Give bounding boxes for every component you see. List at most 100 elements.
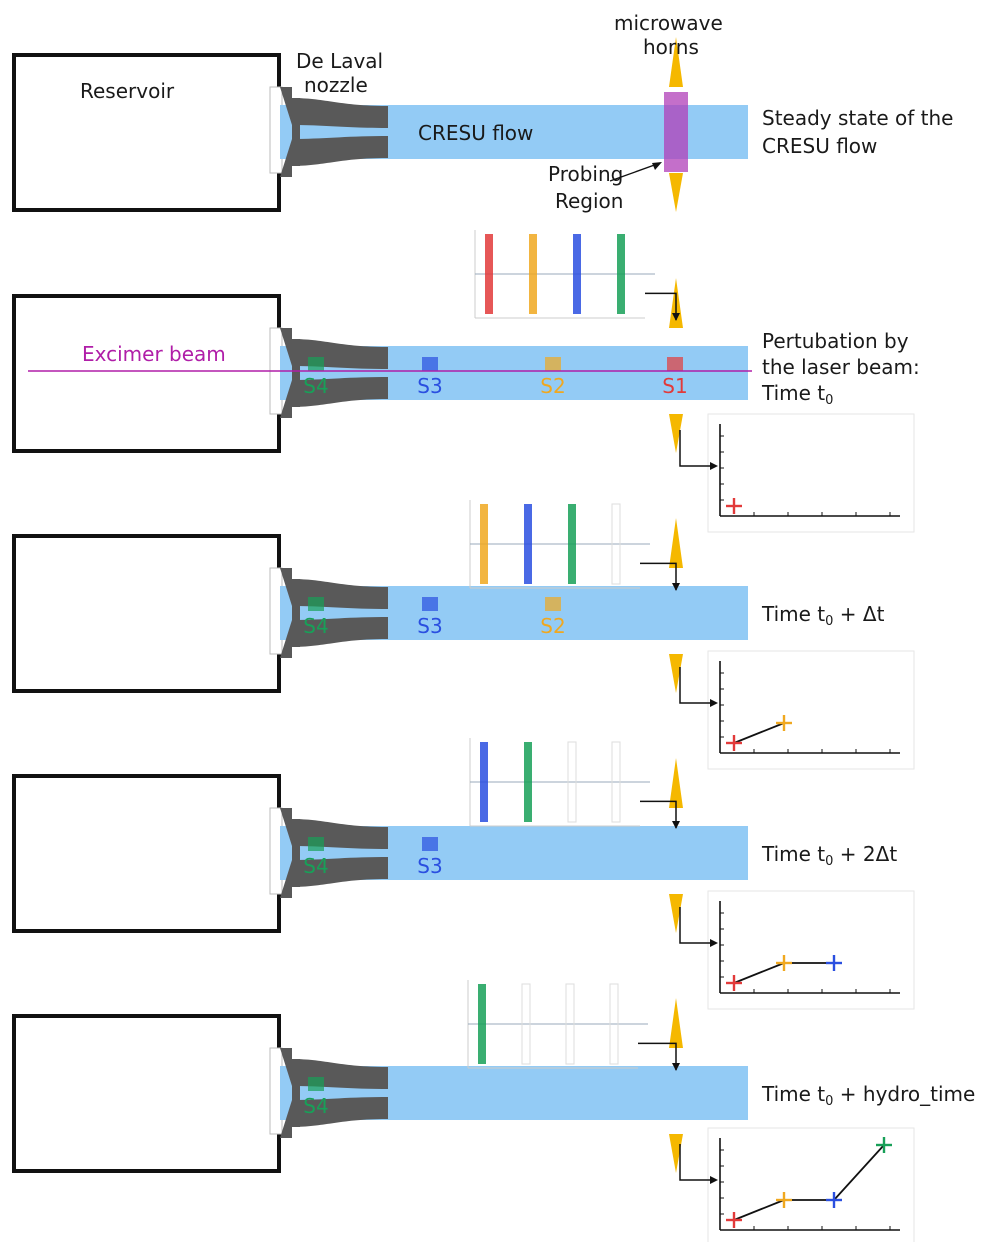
caption-subscript: 0 <box>825 393 833 408</box>
kinetics-segment <box>733 962 785 984</box>
spectrum-line-s4 <box>568 504 576 584</box>
spectrum-empty-line <box>611 503 621 585</box>
spectrum-plot <box>467 980 680 1071</box>
nozzle-upper <box>280 328 388 369</box>
spectrum-arrow-head <box>672 583 680 591</box>
nozzle-upper <box>280 568 388 609</box>
sample-s4 <box>308 837 324 851</box>
sample-label-s4: S4 <box>303 614 328 638</box>
sample-s3 <box>422 837 438 851</box>
kinetics-arrow-head <box>710 939 718 947</box>
probing-arrow-head <box>652 162 662 170</box>
spectrum-empty-line <box>521 983 531 1065</box>
horn-bottom <box>669 414 683 453</box>
caption-rest: + 2Δt <box>833 842 897 866</box>
probing-arrow <box>609 162 661 182</box>
sample-s3 <box>422 357 438 371</box>
sample-label-s3: S3 <box>417 614 442 638</box>
nozzle-label-line2: nozzle <box>304 73 368 97</box>
kinetics-frame <box>707 413 915 533</box>
spectrum-line-s2 <box>480 504 488 584</box>
reservoir-box <box>12 774 281 933</box>
nozzle-lower <box>280 857 388 898</box>
horn-bottom <box>669 1134 683 1173</box>
sample-label-s3: S3 <box>417 854 442 878</box>
horn-top <box>669 37 683 87</box>
spectrum-plot <box>474 230 680 321</box>
spectrum-arrow-head <box>672 1063 680 1071</box>
caption-rest: + Δt <box>833 602 884 626</box>
caption-subscript: 0 <box>825 854 833 869</box>
spectrum-line-s4 <box>524 742 532 822</box>
reservoir-label: Reservoir <box>80 79 175 103</box>
nozzle-throat <box>292 339 300 407</box>
sample-s4 <box>308 1077 324 1091</box>
kinetics-arrow <box>679 430 714 467</box>
spectrum-empty-line <box>609 983 619 1065</box>
horn-bottom <box>669 894 683 933</box>
spectrum-line-s3 <box>480 742 488 822</box>
panel-caption-line2: CRESU flow <box>762 134 877 158</box>
panel-caption: Steady state of the <box>762 106 953 130</box>
nozzle-lower <box>280 377 388 418</box>
sample-label-s3: S3 <box>417 374 442 398</box>
horn-top <box>669 518 683 568</box>
panel-caption: Pertubation by <box>762 329 909 353</box>
kinetics-arrow-head <box>710 699 718 707</box>
spectrum-arrow <box>638 1042 677 1070</box>
nozzle-upper <box>280 1048 388 1089</box>
sample-label-s4: S4 <box>303 854 328 878</box>
reservoir-box <box>12 294 281 453</box>
kinetics-segment <box>833 1144 885 1201</box>
kinetics-arrow <box>679 1144 714 1181</box>
spectrum-line-s3 <box>524 504 532 584</box>
spectrum-arrow-head <box>672 313 680 321</box>
spectrum-arrow <box>645 292 677 320</box>
sample-label-s2: S2 <box>540 374 565 398</box>
horn-bottom <box>669 654 683 693</box>
nozzle-throat <box>292 819 300 887</box>
probing-region <box>664 92 688 172</box>
nozzle-throat <box>292 579 300 647</box>
spectrum-line-s4 <box>617 234 625 314</box>
nozzle-throat <box>292 98 300 166</box>
caption-rest: + hydro_time <box>833 1082 975 1106</box>
nozzle-label-line1: De Laval <box>296 49 383 73</box>
spectrum-line-s3 <box>573 234 581 314</box>
sample-s4 <box>308 357 324 371</box>
spectrum-line-s4 <box>478 984 486 1064</box>
kinetics-plot <box>679 1127 915 1242</box>
kinetics-frame <box>707 650 915 770</box>
horn-top <box>669 998 683 1048</box>
panel-caption-line2: the laser beam: <box>762 355 920 379</box>
reservoir-box <box>12 534 281 693</box>
sample-s4 <box>308 597 324 611</box>
kinetics-arrow-head <box>710 462 718 470</box>
reservoir-box <box>12 1014 281 1173</box>
kinetics-plot <box>679 650 915 770</box>
horn-top <box>669 758 683 808</box>
kinetics-arrow <box>679 907 714 944</box>
horns-label-line1: microwave <box>614 11 723 35</box>
kinetics-arrow <box>679 667 714 704</box>
sample-label-s4: S4 <box>303 374 328 398</box>
spectrum-line-s2 <box>529 234 537 314</box>
sample-s1 <box>667 357 683 371</box>
nozzle-upper <box>280 808 388 849</box>
caption-subscript: 0 <box>825 614 833 629</box>
sample-s3 <box>422 597 438 611</box>
horn-bottom <box>669 173 683 212</box>
panel-caption: Time t0 + hydro_time <box>761 1082 975 1109</box>
panel-caption-line3: Time t0 <box>761 381 833 408</box>
spectrum-plot <box>469 738 680 829</box>
spectrum-line-s1 <box>485 234 493 314</box>
spectrum-plot <box>469 500 680 591</box>
nozzle-throat <box>292 1059 300 1127</box>
nozzle-lower <box>280 1097 388 1138</box>
kinetics-segment <box>733 1199 785 1221</box>
sample-s2 <box>545 597 561 611</box>
